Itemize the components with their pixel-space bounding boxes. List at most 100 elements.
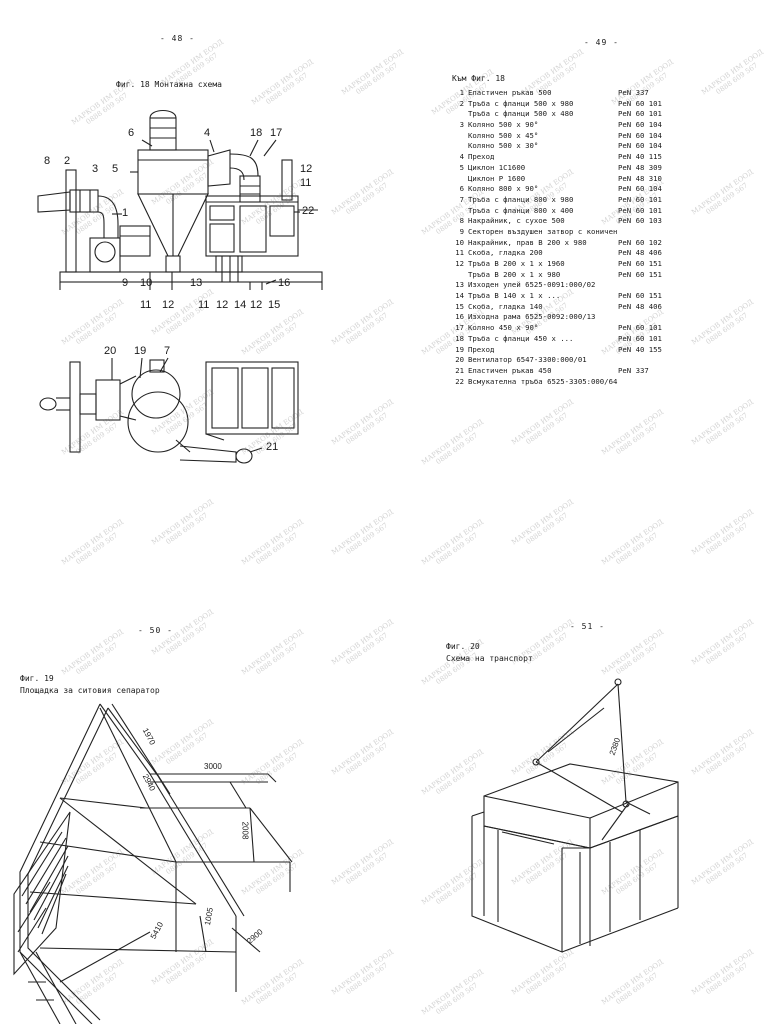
transport-scheme-drawing [471, 678, 679, 953]
part-standard: PeN 60 101 [618, 333, 662, 343]
callout-12b: 12 [162, 299, 175, 311]
callout-16: 16 [278, 277, 291, 289]
part-number [452, 109, 468, 120]
callout-1: 1 [122, 207, 129, 219]
part-number: 1 [459, 88, 464, 97]
part-number: 2 [459, 98, 464, 108]
page-51: - 51 - Фиг. 20 Схема на транспорт [384, 512, 768, 1024]
parts-list-row: 13 Изходен улей 6525-0091:000/02 [452, 280, 752, 291]
part-number: 3 [459, 120, 464, 130]
part-number: 22 [455, 376, 464, 386]
page-number: - 50 - [138, 626, 173, 635]
part-standard: PeN 337 [618, 88, 649, 97]
part-number: 11 [455, 248, 464, 258]
part-standard: PeN 48 309 [618, 162, 662, 172]
part-description: Изходен улей 6525-0091:000/02 [468, 280, 596, 290]
part-description: Вентилатор 6547-3300:000/01 [468, 355, 587, 365]
part-standard: PeN 60 104 [618, 141, 662, 151]
part-description: Еластичен ръкав 500 [468, 88, 552, 97]
part-number: 9 [459, 226, 464, 236]
part-description: Накрайник, прав В 200 x 980 [468, 237, 587, 247]
parts-heading: Към Фиг. 18 [452, 74, 505, 83]
page-50: - 50 - Фиг. 19 Площадка за ситовия сепар… [0, 512, 384, 1024]
part-description: Скоба, гладка 200 [468, 248, 543, 258]
platform-drawing [13, 703, 293, 1024]
part-number: 21 [455, 365, 464, 375]
part-number: 18 [455, 333, 464, 343]
part-number: 17 [455, 323, 464, 333]
part-standard: PeN 40 115 [618, 152, 662, 162]
figure-caption: Фиг. 18 Монтажна схема [116, 80, 222, 89]
part-description: Тръба с фланци 800 x 980 [468, 194, 574, 204]
part-description: Тръба В 140 x 1 x ... [468, 291, 561, 301]
part-standard: PeN 60 101 [618, 194, 662, 204]
part-description: Тръба с фланци 500 x 480 [468, 109, 574, 119]
part-description: Тръба В 200 x 1 x 1960 [468, 259, 565, 268]
callout-10: 10 [140, 277, 153, 289]
part-number: 5 [459, 162, 464, 172]
part-description: Коляно 500 x 30° [468, 141, 539, 151]
part-standard: PeN 60 151 [618, 291, 662, 301]
part-standard: PeN 48 310 [618, 173, 662, 183]
callout-2: 2 [64, 155, 71, 167]
part-description: Циклон 1С1600 [468, 162, 526, 172]
part-description: Скоба, гладка 140 [468, 301, 543, 311]
part-description: Тръба с фланци 450 x ... [468, 333, 574, 343]
part-standard: PeN 60 103 [618, 216, 662, 226]
dim-2008: 2008 [240, 821, 250, 840]
parts-list-row: 22 Всмукателна тръба 6525-3305:000/64 [452, 377, 752, 388]
callout-9: 9 [122, 277, 129, 289]
parts-list-row: 7 Тръба с фланци 800 x 980 PeN 60 101 [452, 195, 752, 206]
parts-list-row: 5 Циклон 1С1600 PeN 48 309 [452, 163, 752, 174]
part-description: Еластичен ръкав 450 [468, 365, 552, 375]
part-number [452, 206, 468, 217]
part-standard: PeN 60 151 [618, 269, 662, 279]
part-number: 7 [459, 194, 464, 204]
page-number: - 48 - [160, 34, 195, 43]
parts-list-row: 11 Скоба, гладка 200 PeN 48 406 [452, 248, 752, 259]
parts-list-row: 9 Секторен въздушен затвор с коничен прех… [452, 227, 752, 238]
parts-list-row: 1 Еластичен ръкав 500 PeN 337 [452, 88, 752, 99]
part-standard: PeN 337 [618, 365, 649, 375]
part-standard: PeN 60 101 [618, 323, 662, 333]
assembly-drawing [37, 109, 323, 464]
part-description: Секторен въздушен затвор с коничен прехо… [468, 226, 618, 236]
callout-17: 17 [270, 127, 283, 139]
part-description: Коляно 800 x 90° [468, 184, 539, 194]
callout-12c: 12 [216, 299, 229, 311]
part-description: Коляно 500 x 90° [468, 120, 539, 130]
part-description: Тръба с фланци 800 x 400 [468, 205, 574, 215]
part-standard: PeN 60 104 [618, 130, 662, 140]
part-description: Всмукателна тръба 6525-3305:000/64 [468, 376, 618, 386]
parts-list-row: Коляно 500 x 30° PeN 60 104 [452, 141, 752, 152]
callout-20: 20 [104, 345, 117, 357]
part-number: 19 [455, 344, 464, 354]
parts-list-row: 21 Еластичен ръкав 450 PeN 337 [452, 366, 752, 377]
parts-list-row: 3 Коляно 500 x 90° PeN 60 104 [452, 120, 752, 131]
part-standard [618, 377, 678, 388]
part-description: Коляно 450 x 90° [468, 323, 539, 333]
part-number: 12 [455, 259, 464, 268]
page-number: - 51 - [570, 622, 605, 631]
callout-19: 19 [134, 345, 147, 357]
page-number: - 49 - [584, 38, 619, 47]
part-standard: PeN 48 406 [618, 248, 662, 258]
part-standard: PeN 40 155 [618, 344, 662, 354]
part-number: 13 [455, 280, 464, 290]
callout-15: 15 [268, 299, 281, 311]
part-standard: PeN 60 104 [618, 120, 662, 130]
part-standard [618, 227, 678, 238]
part-standard: PeN 60 104 [618, 184, 662, 194]
